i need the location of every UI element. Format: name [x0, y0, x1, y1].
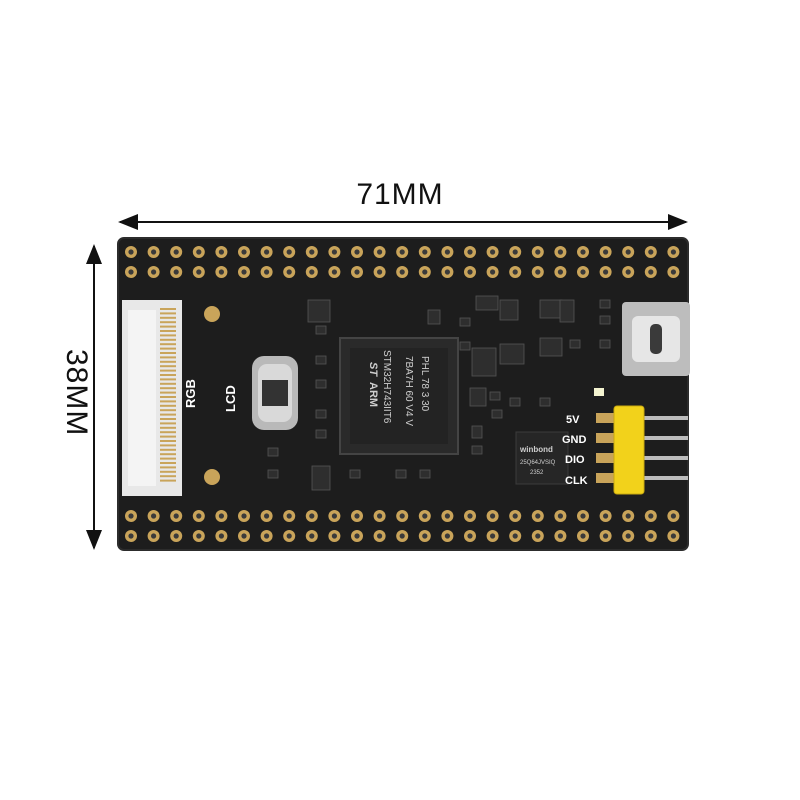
- smd-part: [491, 409, 503, 419]
- smd-part: [459, 317, 471, 327]
- smd-part: [307, 299, 331, 323]
- pin-label-dio: DIO: [565, 454, 585, 466]
- smd-part: [539, 299, 563, 319]
- smd-part: [427, 309, 441, 325]
- mcu-date-code: PHL 78 3 30: [419, 356, 430, 412]
- flash-brand: winbond: [519, 445, 553, 454]
- pin-header-holes: [125, 246, 680, 542]
- smd-part: [489, 391, 501, 401]
- pin-label-clk: CLK: [565, 475, 588, 487]
- mounting-hole: [204, 306, 220, 322]
- smd-part: [315, 325, 327, 335]
- smd-part: [267, 447, 279, 457]
- smd-part: [471, 347, 497, 377]
- usb-c-connector: [622, 302, 690, 376]
- crystal-oscillator: [252, 356, 298, 430]
- st-logo: ST: [367, 362, 379, 377]
- flash-date-code: 2352: [530, 470, 544, 476]
- smd-part: [539, 397, 551, 407]
- mcu-lot-code: 7BA7H 60 V4 V: [403, 356, 414, 426]
- smd-part: [471, 445, 483, 455]
- smd-part: [509, 397, 521, 407]
- width-dimension-label: 71MM: [356, 178, 444, 211]
- smd-part: [469, 387, 487, 407]
- smd-part: [471, 425, 483, 439]
- smd-components: [267, 295, 611, 491]
- smd-part: [315, 379, 327, 389]
- swd-pin-header: [596, 405, 688, 495]
- smd-part: [395, 469, 407, 479]
- smd-part: [599, 299, 611, 309]
- mcu-part-number: STM32H743IIT6: [381, 350, 392, 424]
- smd-part: [499, 343, 525, 365]
- flash-part-number: 25Q64JVSIQ: [520, 460, 556, 466]
- smd-part: [539, 337, 563, 357]
- flash-chip: winbond 25Q64JVSIQ 2352: [515, 431, 569, 485]
- smd-part: [349, 469, 361, 479]
- smd-part: [267, 469, 279, 479]
- rgb-silkscreen: RGB: [183, 379, 198, 408]
- mounting-hole: [204, 469, 220, 485]
- smd-part: [599, 315, 611, 325]
- smd-part: [315, 409, 327, 419]
- smd-part: [419, 469, 431, 479]
- power-led: [594, 388, 604, 396]
- fpc-connector: [122, 300, 182, 496]
- lcd-silkscreen: LCD: [223, 385, 238, 412]
- smd-part: [599, 339, 611, 349]
- smd-part: [315, 355, 327, 365]
- smd-part: [569, 339, 581, 349]
- smd-part: [315, 429, 327, 439]
- smd-part: [475, 295, 499, 311]
- smd-part: [311, 465, 331, 491]
- smd-part: [559, 299, 575, 323]
- pin-label-gnd: GND: [562, 434, 587, 446]
- arm-logo: ARM: [367, 382, 379, 407]
- smd-part: [459, 341, 471, 351]
- mcu-chip: ST ARM STM32H743IIT6 7BA7H 60 V4 V PHL 7…: [339, 337, 459, 455]
- pin-label-5v: 5V: [566, 414, 580, 426]
- smd-part: [499, 299, 519, 321]
